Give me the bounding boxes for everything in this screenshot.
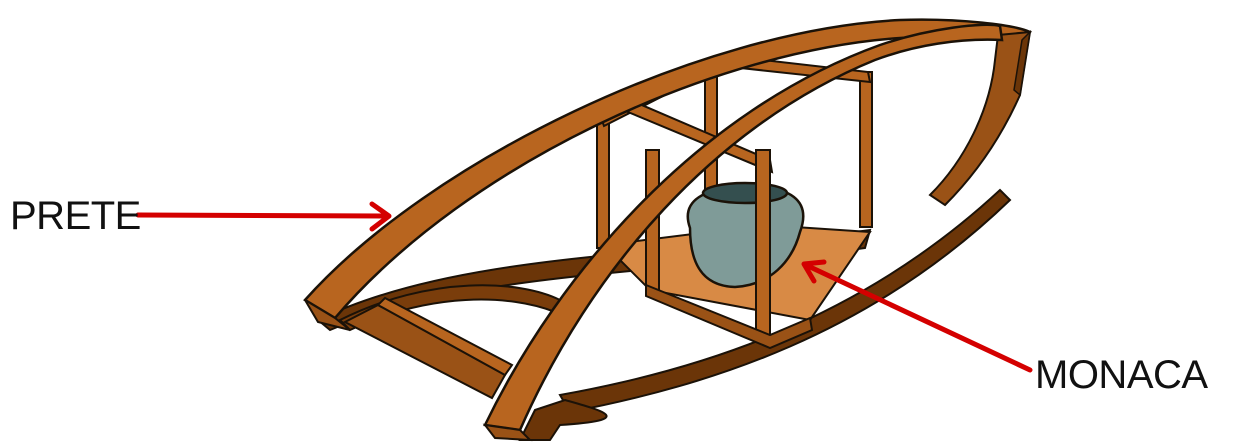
right-end xyxy=(930,32,1030,205)
prete-arrow xyxy=(138,204,389,229)
front-crossbar xyxy=(345,298,512,398)
monaca-label: MONACA xyxy=(1035,355,1208,395)
prete-label: PRETE xyxy=(10,196,141,236)
